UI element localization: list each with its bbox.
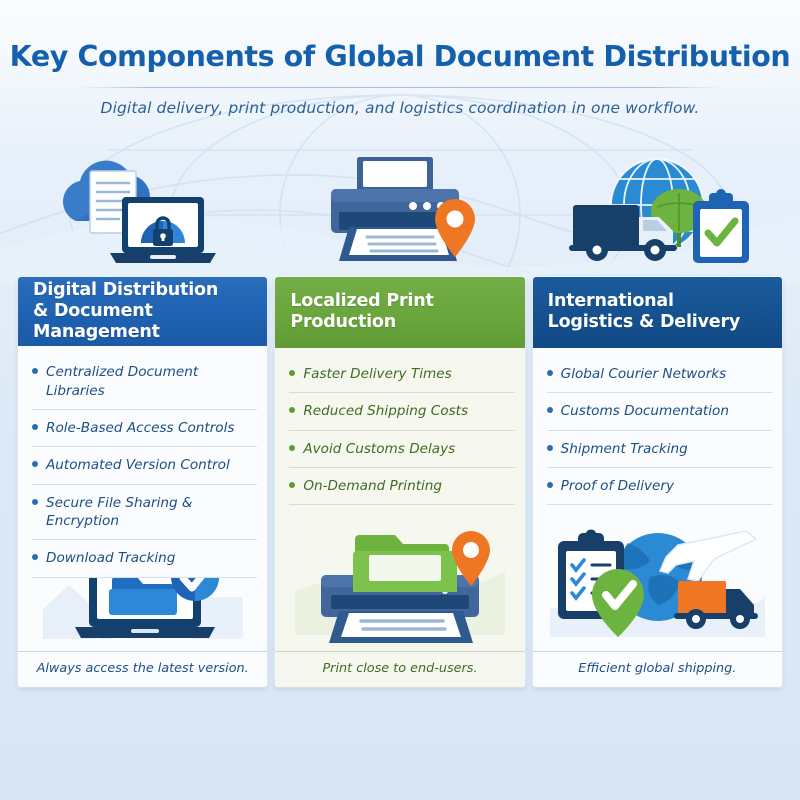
printer-folder-pin-icon (294, 531, 505, 643)
columns-container: Digital Distribution& Document Managemen… (18, 277, 782, 687)
clipboard-globe-plane-truck-icon (549, 529, 765, 637)
list-item[interactable]: Reduced Shipping Costs (289, 393, 515, 431)
hero-icon-cell-2 (267, 140, 534, 275)
list-item[interactable]: Shipment Tracking (546, 431, 772, 469)
list-item-label: Secure File Sharing & Encryption (46, 494, 193, 530)
bullet-dot-icon (32, 461, 38, 468)
list-item-label: Centralized Document Libraries (46, 364, 199, 399)
column-footer-digital-distribution: Always access the latest version. (18, 651, 268, 687)
bullet-dot-icon (546, 370, 553, 376)
list-item-label: Faster Delivery Times (303, 366, 452, 382)
list-item-label: Role-Based Access Controls (46, 420, 235, 437)
list-item-label: Shipment Tracking (560, 440, 688, 457)
column-artwork-digital-distribution (18, 577, 267, 651)
column-header-digital-distribution: Digital Distribution& Document Managemen… (18, 277, 268, 347)
list-item-label: Global Courier Networks (560, 366, 727, 382)
bullet-dot-icon (289, 444, 296, 451)
list-item-label: Avoid Customs Delays (303, 440, 456, 457)
bullet-dot-icon (32, 368, 38, 375)
bullet-dot-icon (546, 482, 553, 489)
column-footer-international-logistics-delivery: Efficient global shipping. (532, 651, 782, 687)
bullet-dot-icon (289, 482, 296, 489)
list-item[interactable]: Global Courier Networks (546, 356, 772, 394)
list-item[interactable]: Download Tracking (32, 540, 258, 578)
bullet-list-digital-distribution: Centralized Document Libraries Role-Base… (18, 346, 267, 578)
column-title-line2: Production (290, 312, 397, 332)
bullet-list-localized-print-production: Faster Delivery Times Reduced Shipping C… (275, 348, 524, 506)
list-item-label: Reduced Shipping Costs (303, 403, 469, 420)
column-title-line1: Localized Print (290, 291, 434, 311)
cloud-document-laptop-lock-icon (63, 160, 217, 263)
bullet-dot-icon (32, 424, 38, 431)
bullet-dot-icon (32, 554, 38, 561)
hero-icon-cell-1 (0, 140, 267, 275)
bullet-dot-icon (32, 498, 38, 505)
globe-truck-clipboard-check-icon (568, 158, 749, 263)
column-title-digital-distribution: Digital Distribution& Document Managemen… (33, 280, 253, 343)
list-item[interactable]: Centralized Document Libraries (32, 354, 258, 411)
column-artwork-international-logistics-delivery (533, 505, 782, 651)
list-item[interactable]: Avoid Customs Delays (289, 431, 515, 469)
page-subtitle: Digital delivery, print production, and … (100, 99, 700, 117)
printer-location-pin-icon (331, 157, 475, 261)
list-item-label: Download Tracking (46, 550, 176, 567)
bullet-dot-icon (289, 370, 296, 376)
laptop-folder-check-icon (42, 577, 243, 639)
page-title: Key Components of Global Document Distri… (9, 40, 791, 73)
list-item-label: On-Demand Printing (303, 478, 443, 495)
column-title-line1: International (547, 291, 674, 311)
column-title-line1: Digital Distribution (33, 279, 219, 300)
title-divider (76, 87, 724, 88)
column-title-line2: & Document Management (33, 300, 160, 342)
hero-icon-strip (0, 140, 800, 275)
list-item[interactable]: Customs Documentation (546, 393, 772, 431)
bullet-dot-icon (546, 444, 553, 451)
bullet-dot-icon (546, 407, 553, 414)
list-item[interactable]: Faster Delivery Times (289, 356, 515, 394)
hero-icon-cell-3 (533, 140, 800, 275)
column-title-line2: Logistics & Delivery (547, 312, 741, 332)
list-item[interactable]: Secure File Sharing & Encryption (32, 485, 258, 541)
list-item-label: Customs Documentation (560, 403, 729, 420)
list-item-label: Automated Version Control (46, 457, 230, 474)
list-item[interactable]: On-Demand Printing (289, 468, 515, 506)
list-item-label: Proof of Delivery (560, 478, 675, 495)
bullet-list-international-logistics-delivery: Global Courier Networks Customs Document… (533, 348, 782, 506)
column-footer-localized-print-production: Print close to end-users. (275, 651, 525, 687)
list-item[interactable]: Proof of Delivery (546, 468, 772, 506)
page-header: Key Components of Global Document Distri… (0, 0, 800, 117)
column-artwork-localized-print-production (275, 505, 524, 651)
list-item[interactable]: Automated Version Control (32, 447, 258, 485)
bullet-dot-icon (289, 407, 296, 414)
column-digital-distribution[interactable]: Digital Distribution& Document Managemen… (18, 277, 268, 687)
list-item[interactable]: Role-Based Access Controls (32, 410, 258, 448)
